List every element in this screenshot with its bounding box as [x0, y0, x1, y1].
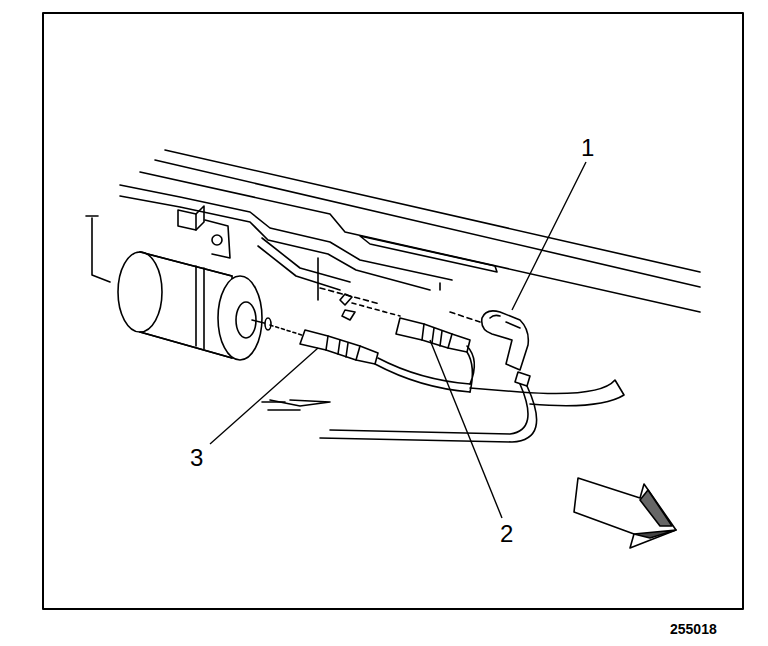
- callout-number: 1: [581, 136, 594, 160]
- callout-number: 2: [500, 522, 513, 546]
- leader-lines: [210, 162, 586, 518]
- callout-number: 3: [190, 446, 203, 470]
- figure-number: 255018: [670, 622, 717, 636]
